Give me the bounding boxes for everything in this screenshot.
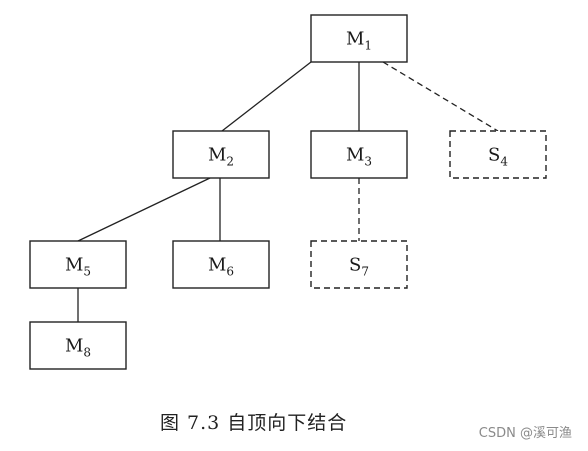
node-letter: M (208, 255, 226, 276)
node-subscript: 7 (361, 265, 369, 279)
node-box-m6 (172, 240, 270, 289)
node-label-m2: M2 (208, 145, 234, 169)
node-box-s7 (310, 240, 408, 289)
watermark: CSDN @溪可渔 (478, 426, 572, 441)
node-box-m2 (172, 130, 270, 179)
node-subscript: 5 (83, 265, 91, 279)
node-label-m3: M3 (346, 145, 372, 169)
node-s4: S4 (449, 130, 547, 179)
node-box-m8 (29, 321, 127, 370)
node-letter: M (65, 255, 83, 276)
node-subscript: 6 (226, 265, 234, 279)
node-letter: M (208, 145, 226, 166)
figure-caption: 图 7.3 自顶向下结合 (160, 412, 348, 434)
node-label-m5: M5 (65, 255, 91, 279)
edge-m1-s4 (382, 61, 499, 132)
node-letter: M (346, 29, 364, 50)
node-label-s7: S7 (349, 255, 369, 279)
node-m1: M1 (310, 14, 408, 63)
node-letter: S (349, 255, 361, 276)
edges-layer (77, 61, 499, 322)
node-subscript: 2 (226, 155, 234, 169)
node-s7: S7 (310, 240, 408, 289)
node-m5: M5 (29, 240, 127, 289)
node-box-m1 (310, 14, 408, 63)
edge-m1-m2 (221, 61, 312, 132)
node-subscript: 8 (83, 346, 91, 360)
node-subscript: 3 (364, 155, 372, 169)
node-m2: M2 (172, 130, 270, 179)
node-m6: M6 (172, 240, 270, 289)
node-label-m6: M6 (208, 255, 234, 279)
node-subscript: 4 (500, 155, 508, 169)
node-letter: M (65, 336, 83, 357)
node-m8: M8 (29, 321, 127, 370)
node-box-s4 (449, 130, 547, 179)
node-label-m8: M8 (65, 336, 91, 360)
node-letter: M (346, 145, 364, 166)
node-label-m1: M1 (346, 29, 372, 53)
node-m3: M3 (310, 130, 408, 179)
node-subscript: 1 (364, 39, 372, 53)
edge-m2-m5 (77, 177, 211, 242)
node-box-m5 (29, 240, 127, 289)
node-box-m3 (310, 130, 408, 179)
node-letter: S (488, 145, 500, 166)
node-label-s4: S4 (488, 145, 508, 169)
